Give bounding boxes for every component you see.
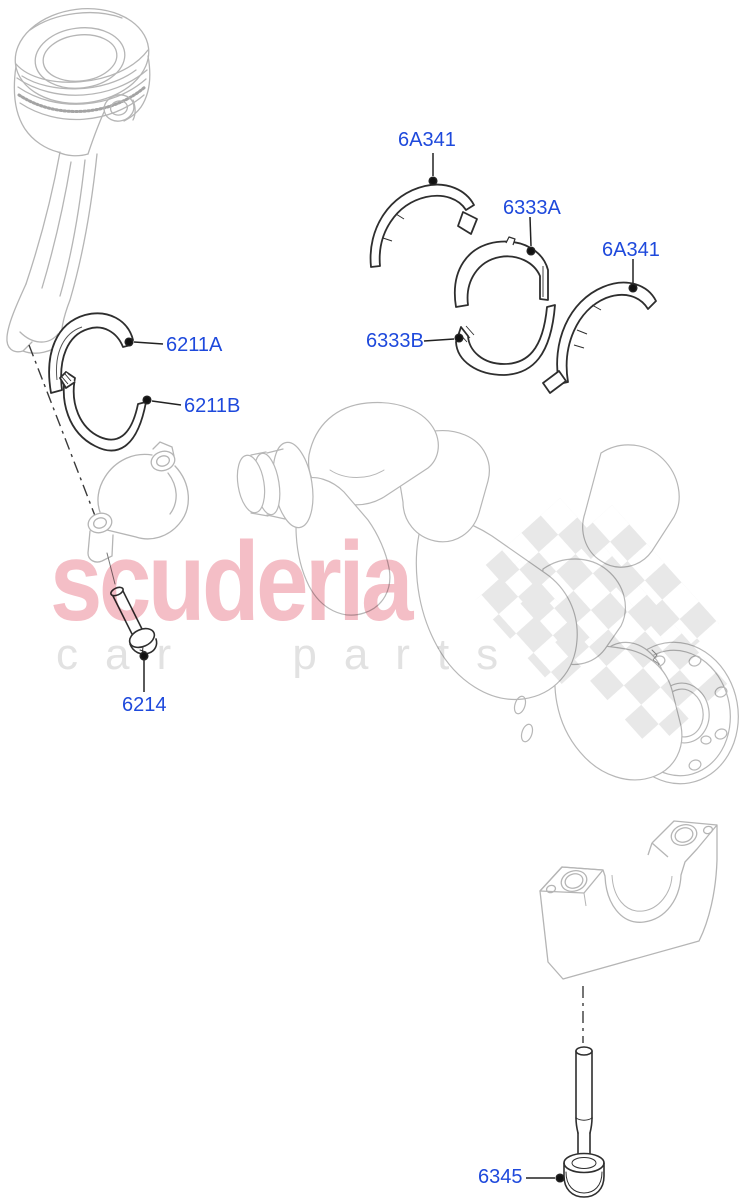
main-bearing-cap-drawing (539, 820, 718, 980)
crankshaft-drawing (236, 401, 739, 785)
part-label-6a341-thrust-washer-right[interactable]: 6A341 (602, 239, 660, 261)
part-label-6211a-rod-bearing-upper[interactable]: 6211A (166, 334, 223, 356)
main-bearing-cap-bolt-drawing (563, 1046, 605, 1198)
part-label-6345-cap-bolt[interactable]: 6345 (478, 1166, 523, 1188)
piston-and-connecting-rod-drawing (6, 7, 151, 354)
connecting-rod-cap-drawing (87, 441, 190, 563)
part-label-6211b-rod-bearing-lower[interactable]: 6211B (184, 395, 241, 417)
label-leader-lines (124, 153, 638, 1183)
rod-bearing-shell-lower-drawing (59, 371, 147, 452)
thrust-washer-left-drawing (369, 183, 478, 268)
rod-bolt-axis-dashed-line (28, 344, 98, 522)
part-label-6214-rod-bolt[interactable]: 6214 (122, 694, 167, 716)
part-label-6333b-main-bearing-lower[interactable]: 6333B (366, 330, 424, 352)
part-label-6a341-thrust-washer-left[interactable]: 6A341 (398, 129, 456, 151)
thrust-washer-right-drawing (542, 281, 657, 394)
main-bearing-shell-lower-drawing (455, 304, 556, 376)
part-label-6333a-main-bearing-upper[interactable]: 6333A (503, 197, 561, 219)
rod-bolt-drawing (106, 552, 158, 656)
main-bearing-shell-upper-drawing (454, 236, 549, 308)
